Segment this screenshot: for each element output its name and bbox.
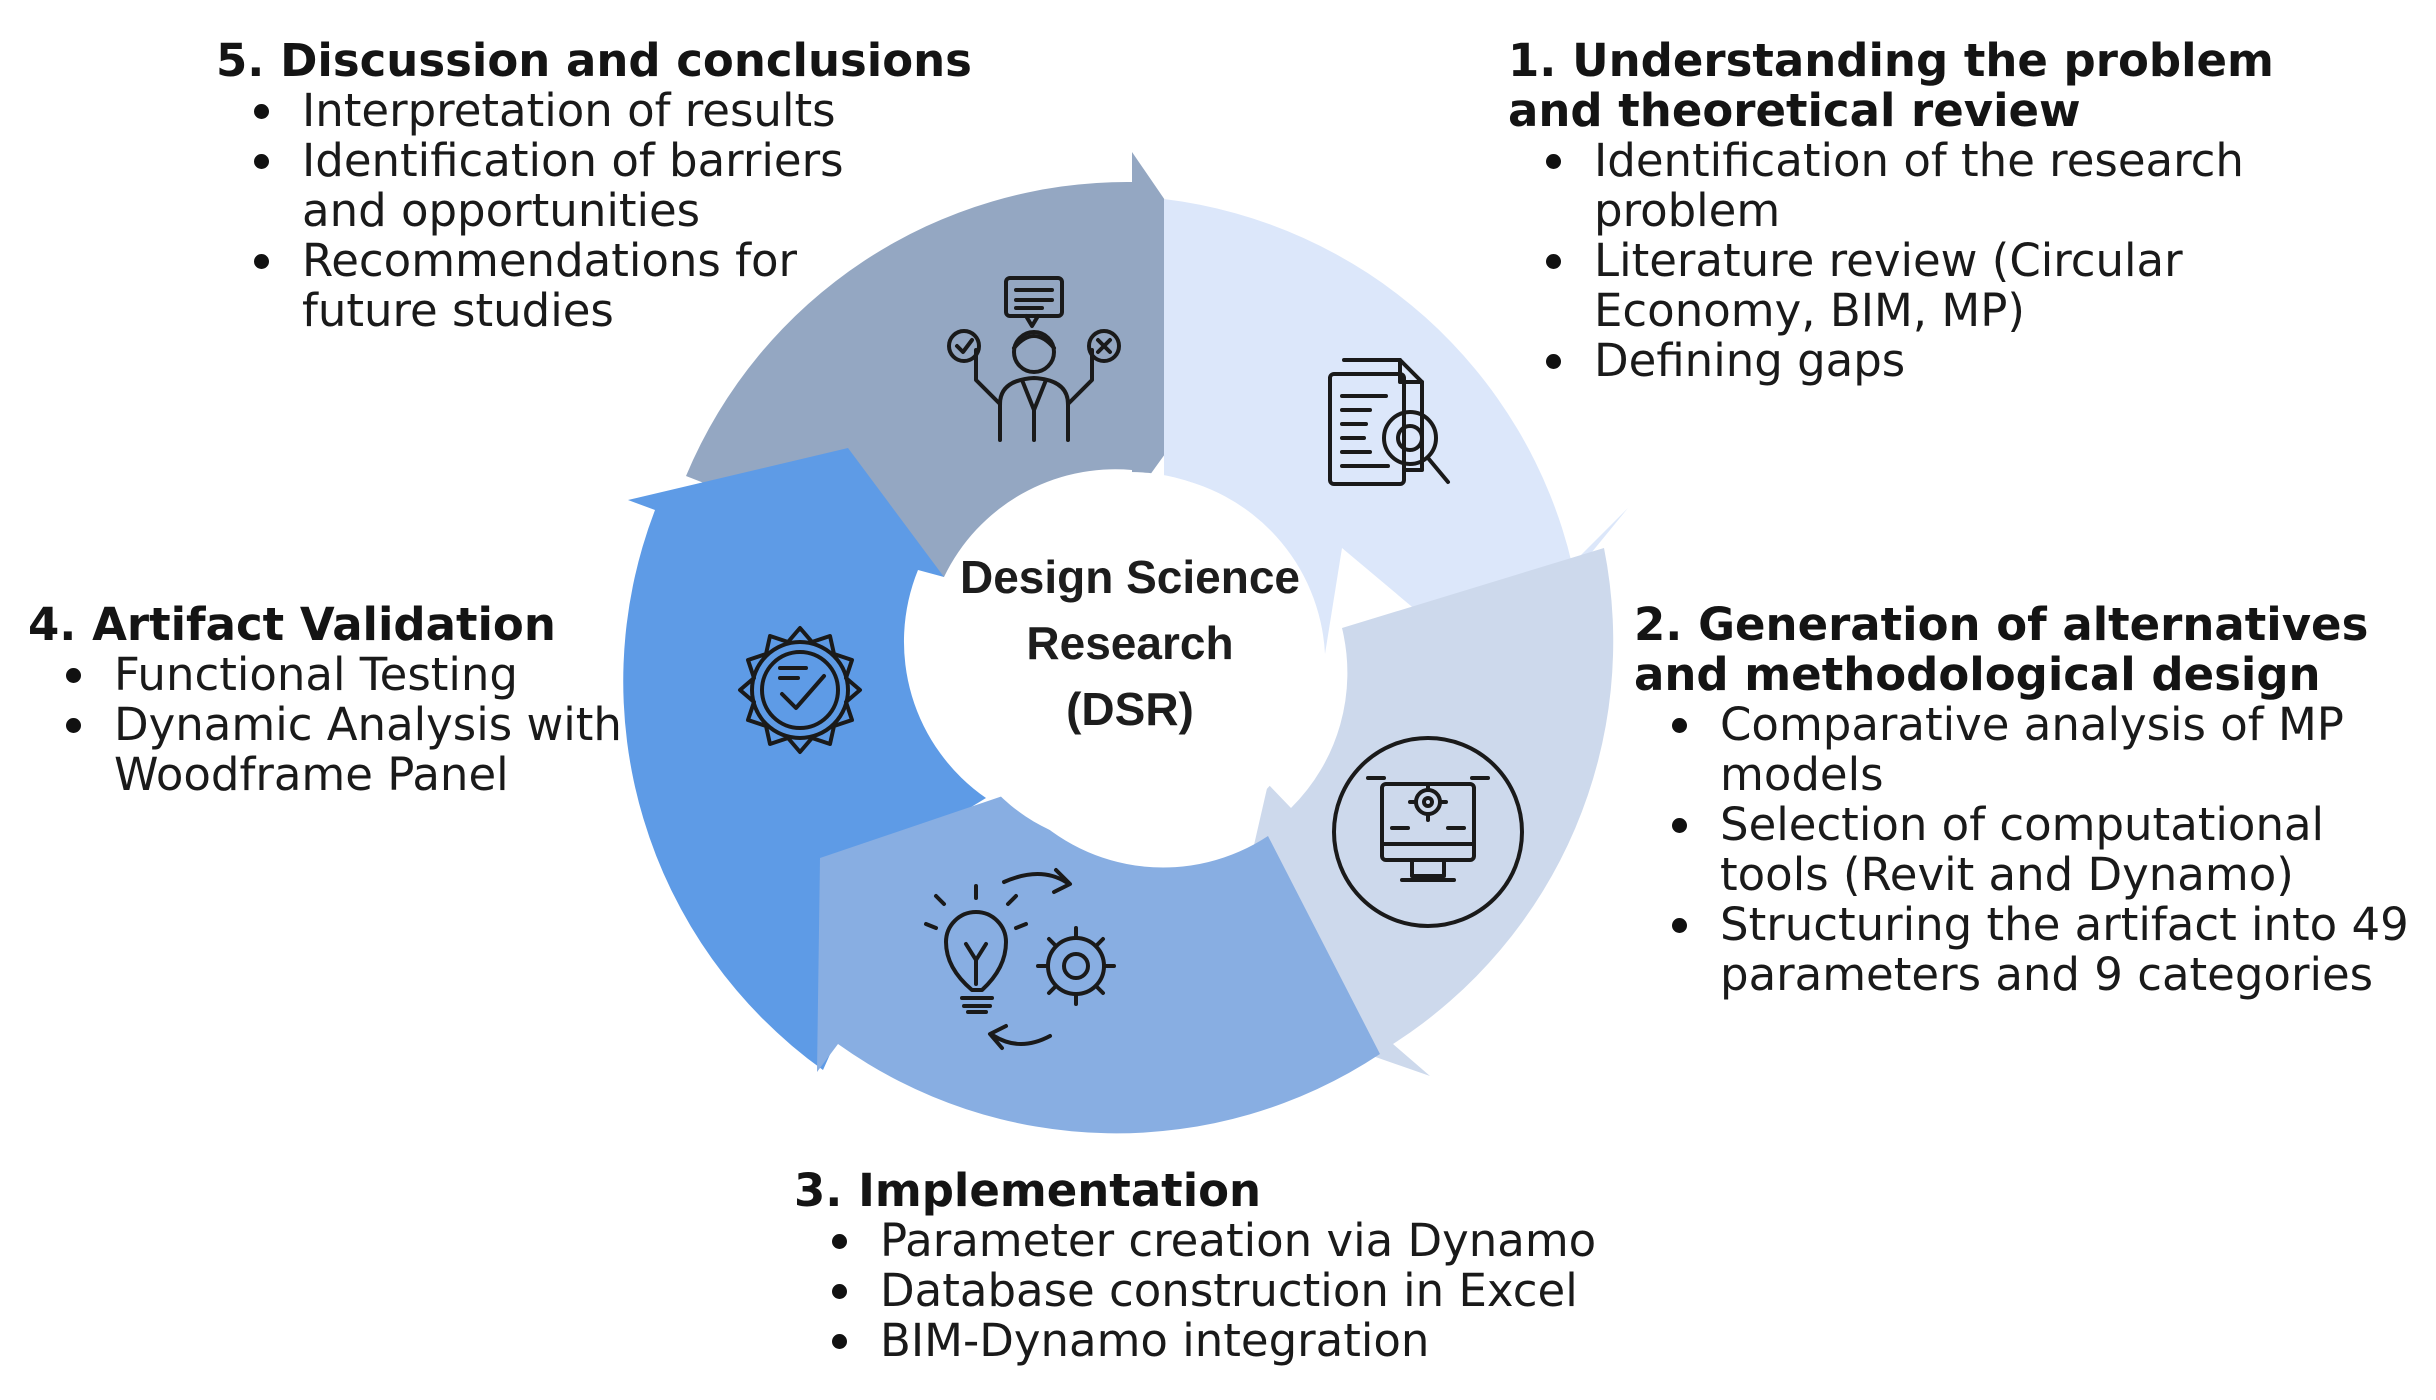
- check-badge-icon: [738, 626, 862, 754]
- idea-gear-cycle-icon: [924, 868, 1116, 1050]
- list-item: Identification of barriers and opportuni…: [254, 136, 976, 236]
- stage-2-list: Comparative analysis of MP models Select…: [1634, 700, 2424, 1000]
- list-item: Recommendations for future studies: [254, 236, 976, 336]
- stage-1-list: Identification of the research problem L…: [1508, 136, 2288, 386]
- stage-4-list: Functional Testing Dynamic Analysis with…: [28, 650, 668, 800]
- stage-2-title: 2. Generation of alternatives and method…: [1634, 598, 2369, 701]
- list-item: Interpretation of results: [254, 86, 976, 136]
- stage-5-list: Interpretation of results Identification…: [216, 86, 976, 336]
- stage-5-block: 5. Discussion and conclusions Interpreta…: [216, 36, 976, 336]
- monitor-gear-icon: [1332, 736, 1524, 928]
- stage-4-block: 4. Artifact Validation Functional Testin…: [28, 600, 668, 800]
- center-title: Design Science Research (DSR): [930, 544, 1330, 742]
- document-search-icon: [1328, 358, 1450, 486]
- cycle-arrow-stage-4: [623, 448, 986, 1070]
- stage-1-block: 1. Understanding the problem and theoret…: [1508, 36, 2288, 386]
- list-item: Defining gaps: [1546, 336, 2288, 386]
- center-title-line: Design Science: [959, 551, 1301, 603]
- list-item: Selection of computational tools (Revit …: [1672, 800, 2424, 900]
- list-item: Literature review (Circular Economy, BIM…: [1546, 236, 2288, 336]
- list-item: BIM-Dynamo integration: [832, 1316, 1654, 1366]
- person-decision-icon: [947, 276, 1121, 442]
- cycle-arrow-stage-1: [1164, 199, 1628, 674]
- stage-2-block: 2. Generation of alternatives and method…: [1634, 600, 2424, 1000]
- stage-3-block: 3. Implementation Parameter creation via…: [794, 1166, 1654, 1366]
- stage-4-title: 4. Artifact Validation: [28, 598, 556, 651]
- center-title-line: (DSR): [1066, 683, 1194, 735]
- cycle-arrow-stage-3: [817, 784, 1380, 1134]
- cycle-center: [942, 472, 1318, 848]
- stage-5-title: 5. Discussion and conclusions: [216, 34, 972, 87]
- stage-3-list: Parameter creation via Dynamo Database c…: [794, 1216, 1654, 1366]
- stage-3-title: 3. Implementation: [794, 1164, 1262, 1217]
- list-item: Parameter creation via Dynamo: [832, 1216, 1654, 1266]
- list-item: Dynamic Analysis with Woodframe Panel: [66, 700, 668, 800]
- list-item: Comparative analysis of MP models: [1672, 700, 2424, 800]
- stage-1-title: 1. Understanding the problem and theoret…: [1508, 34, 2274, 137]
- list-item: Database construction in Excel: [832, 1266, 1654, 1316]
- list-item: Functional Testing: [66, 650, 668, 700]
- list-item: Identification of the research problem: [1546, 136, 2288, 236]
- center-title-line: Research: [1026, 617, 1234, 669]
- list-item: Structuring the artifact into 49 paramet…: [1672, 900, 2424, 1000]
